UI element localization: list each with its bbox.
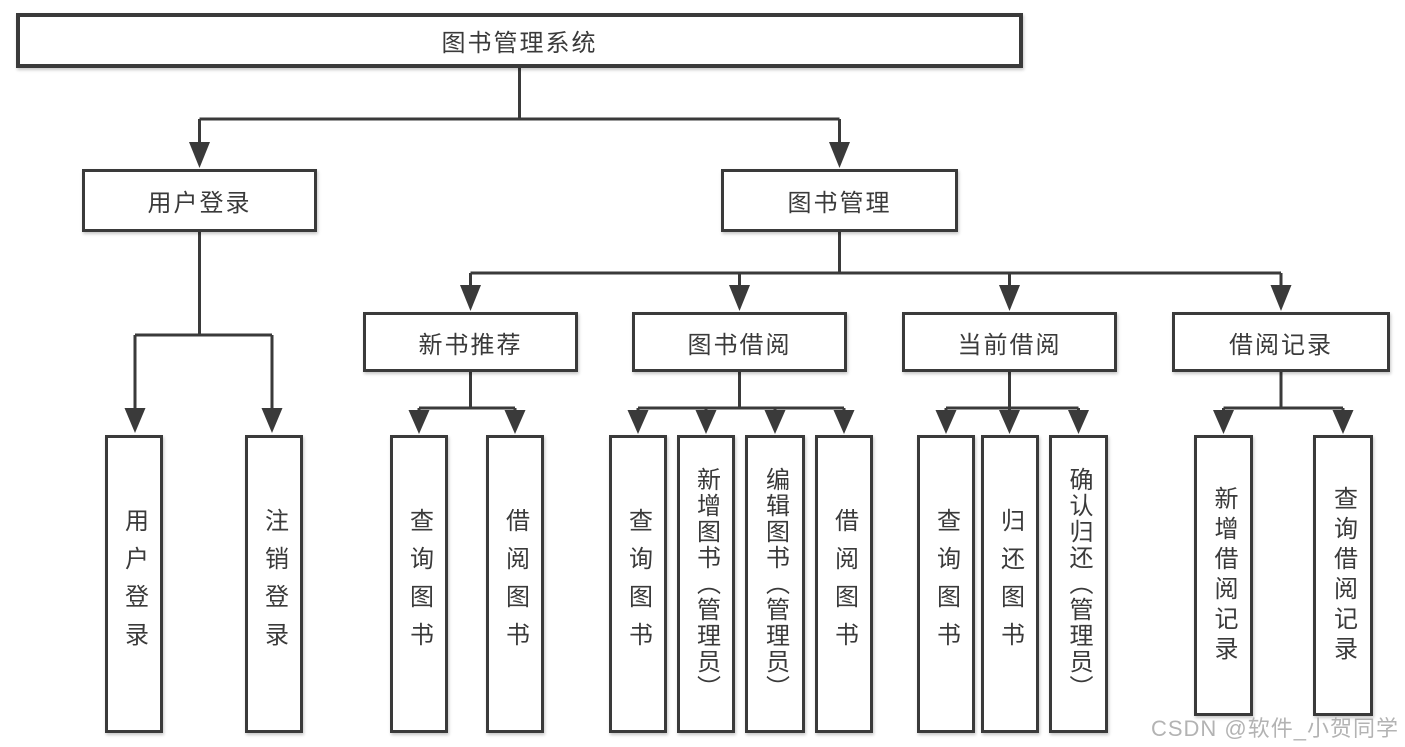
node-label: 查询图书: [624, 508, 652, 660]
node-label: 图书管理: [787, 190, 892, 217]
leaf-logout: 注销登录: [245, 435, 303, 733]
leaf-borrow-books-recommend: 借阅图书: [486, 435, 544, 733]
arrowhead: [1068, 410, 1089, 434]
arrowhead: [833, 410, 855, 434]
leaf-edit-books-admin: 编辑图书（管理员）: [745, 435, 805, 733]
connector-new-book-recommend-to-leaves: [408, 372, 526, 434]
leaf-query-books-recommend: 查询图书: [390, 435, 448, 733]
leaf-return-books: 归还图书: [981, 435, 1039, 733]
connector-book-management-to-level3: [460, 232, 1292, 311]
node-label: 新增图书（管理员）: [692, 467, 720, 701]
node-label: 图书管理系统: [441, 30, 598, 57]
arrowhead: [189, 142, 210, 168]
connector-book-borrow-to-leaves: [627, 372, 855, 434]
leaf-user-login: 用户登录: [105, 435, 163, 733]
node-label: 查询图书: [405, 508, 433, 660]
leaf-query-books-borrow: 查询图书: [609, 435, 667, 733]
arrowhead: [829, 142, 850, 168]
arrowhead: [999, 410, 1020, 434]
arrowhead: [1270, 285, 1292, 311]
node-borrow-records: 借阅记录: [1172, 312, 1390, 372]
node-label: 查询图书: [932, 508, 960, 660]
leaf-query-borrow-record: 查询借阅记录: [1313, 435, 1373, 716]
node-label: 借阅图书: [501, 508, 529, 660]
arrowhead: [627, 410, 649, 434]
node-library-management-system: 图书管理系统: [16, 13, 1023, 68]
arrowhead: [124, 408, 146, 433]
node-label: 借阅记录: [1229, 331, 1333, 359]
node-label: 注销登录: [260, 508, 288, 660]
arrowhead: [999, 285, 1020, 311]
node-book-borrow: 图书借阅: [632, 312, 847, 372]
leaf-query-books-current: 查询图书: [917, 435, 975, 733]
node-label: 图书借阅: [687, 331, 792, 359]
arrowhead: [408, 410, 430, 434]
leaf-borrow-books: 借阅图书: [815, 435, 873, 733]
node-user-login: 用户登录: [82, 169, 317, 232]
node-label: 查询借阅记录: [1329, 485, 1357, 666]
csdn-watermark: CSDN @软件_小贺同学: [1150, 716, 1399, 741]
node-new-book-recommend: 新书推荐: [363, 312, 578, 372]
connector-root-to-level2: [189, 68, 850, 168]
leaf-add-books-admin: 新增图书（管理员）: [677, 435, 735, 733]
arrowhead: [1213, 410, 1234, 434]
arrowhead: [504, 410, 526, 434]
leaf-confirm-return-admin: 确认归还（管理员）: [1049, 435, 1108, 733]
connector-current-borrow-to-leaves: [935, 372, 1089, 434]
node-label: 用户登录: [120, 508, 148, 660]
node-label: 编辑图书（管理员）: [761, 467, 789, 701]
arrowhead: [261, 408, 283, 433]
arrowhead: [460, 285, 481, 311]
node-label: 当前借阅: [957, 331, 1062, 359]
node-label: 新书推荐: [418, 331, 523, 359]
connector-user-login-to-leaves: [124, 232, 283, 433]
node-label: 借阅图书: [830, 508, 858, 660]
arrowhead: [764, 410, 786, 434]
arrowhead: [695, 410, 717, 434]
node-label: 确认归还（管理员）: [1065, 467, 1092, 701]
leaf-add-borrow-record: 新增借阅记录: [1194, 435, 1253, 716]
node-label: 归还图书: [996, 508, 1024, 660]
node-book-management: 图书管理: [721, 169, 958, 232]
arrowhead: [1332, 410, 1354, 434]
node-label: 用户登录: [147, 190, 252, 217]
node-current-borrow: 当前借阅: [902, 312, 1117, 372]
connector-borrow-records-to-leaves: [1213, 372, 1354, 434]
node-label: 新增借阅记录: [1210, 485, 1237, 666]
arrowhead: [935, 410, 957, 434]
arrowhead: [729, 285, 750, 311]
